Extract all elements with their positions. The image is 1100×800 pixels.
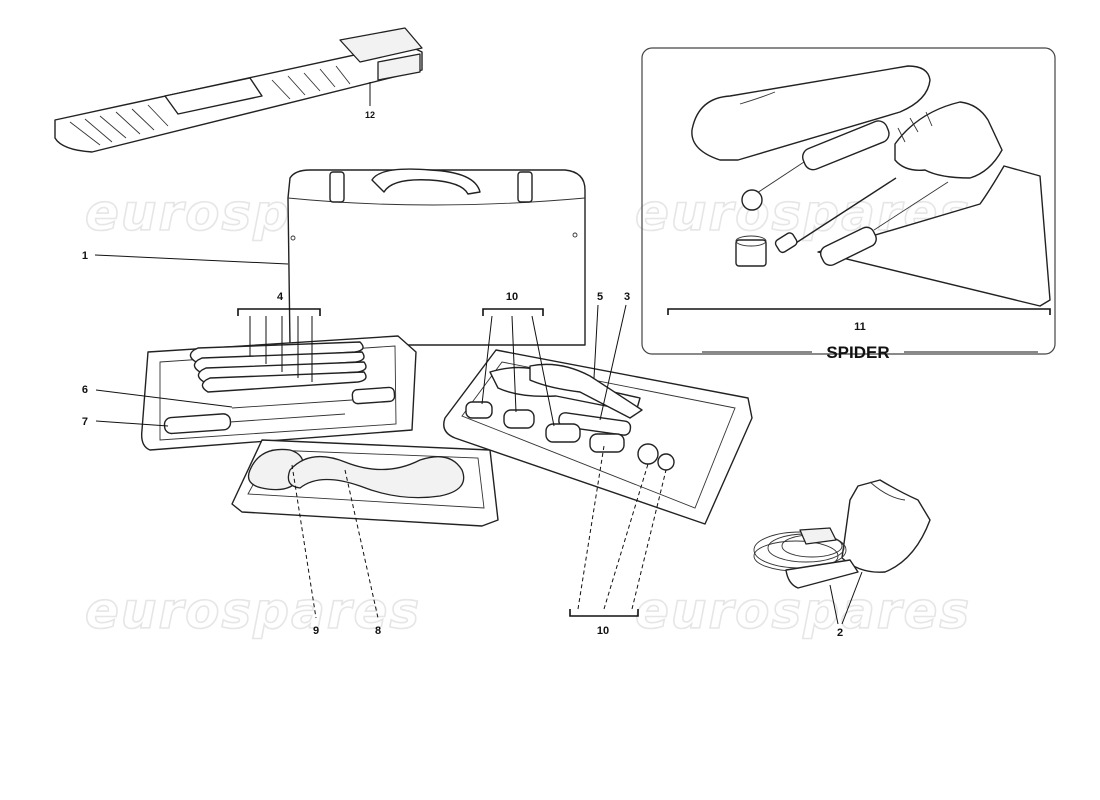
leaders-10-top — [481, 315, 555, 427]
part-10-socket-set — [465, 401, 675, 471]
leader-2 — [829, 584, 839, 625]
callout-5: 5 — [597, 291, 603, 303]
bracket-11 — [667, 308, 1051, 315]
leader-8 — [344, 469, 379, 619]
inset-spider-kit — [641, 47, 1056, 355]
callout-7: 7 — [82, 416, 88, 428]
callout-12: 12 — [365, 110, 375, 120]
leader-7 — [95, 420, 169, 427]
bracket-4 — [237, 308, 321, 316]
part-3-spark-plug-tool — [558, 412, 632, 436]
callout-2: 2 — [837, 627, 843, 639]
part-6-screwdriver — [231, 386, 396, 409]
callout-4: 4 — [277, 291, 284, 303]
leader-2 — [841, 571, 863, 625]
callout-11: 11 — [854, 321, 866, 333]
part-12-jack-bar — [54, 27, 423, 153]
leader-1 — [94, 254, 289, 265]
leaders-4 — [249, 316, 313, 382]
bracket-10-bottom — [569, 609, 639, 617]
callout-9: 9 — [313, 625, 319, 637]
leader-9 — [291, 464, 317, 619]
part-5-pliers — [489, 363, 643, 419]
part-7-screwdriver — [163, 413, 346, 435]
watermark-text: eurospares — [85, 582, 421, 640]
part-1-tool-bag — [287, 168, 586, 346]
callout-3: 3 — [624, 291, 630, 303]
callout-6: 6 — [82, 384, 88, 396]
part-2-cable-pouch — [753, 479, 931, 589]
callout-10-top: 10 — [506, 291, 518, 303]
inset-caption: SPIDER — [826, 343, 889, 362]
watermark-text: eurospares — [635, 582, 971, 640]
leader-3 — [599, 304, 627, 421]
part-8-belt — [287, 455, 465, 499]
part-4-wrench-set — [189, 341, 367, 393]
callout-10-bottom: 10 — [597, 625, 609, 637]
bracket-10-top — [482, 308, 544, 316]
leaders-10-bottom — [577, 445, 667, 610]
callout-8: 8 — [375, 625, 381, 637]
leader-5 — [593, 304, 599, 379]
callout-1: 1 — [82, 250, 88, 262]
leader-6 — [95, 389, 233, 408]
inset-frame — [641, 47, 1056, 355]
